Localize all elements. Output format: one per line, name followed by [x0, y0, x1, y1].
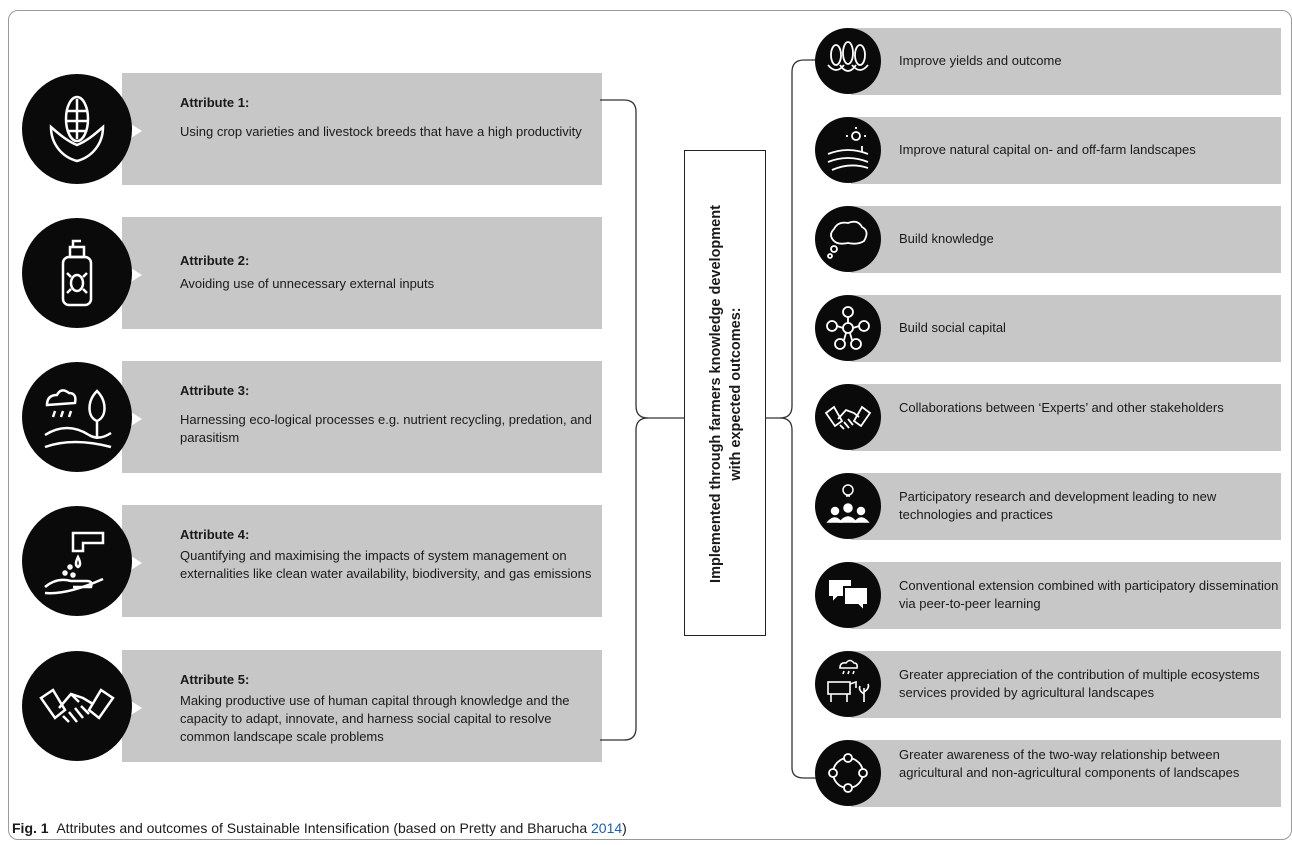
- outcome-4: Build social capital: [815, 295, 1281, 362]
- left-bracket-top: [600, 99, 684, 419]
- caption-label: Fig. 1: [12, 820, 49, 836]
- outcome-label: Build knowledge: [899, 231, 994, 246]
- outcome-label: Conventional extension combined with par…: [899, 578, 1279, 611]
- outcome-box: [851, 473, 1281, 540]
- cow-plant-rain-icon: [815, 651, 881, 717]
- attribute-box: [122, 73, 602, 185]
- water-tap-hand-icon: [22, 506, 132, 616]
- outcome-3: Build knowledge: [815, 206, 1281, 273]
- attribute-4: Attribute 4: Quantifying and maximising …: [22, 505, 602, 617]
- outcome-box: [851, 117, 1281, 184]
- attribute-desc: Harnessing eco-logical processes e.g. nu…: [180, 412, 592, 445]
- outcome-2: Improve natural capital on- and off-farm…: [815, 117, 1281, 184]
- attribute-desc: Quantifying and maximising the impacts o…: [180, 548, 592, 581]
- outcome-box: [851, 28, 1281, 95]
- outcome-6: Participatory research and development l…: [815, 473, 1281, 540]
- attribute-desc: Making productive use of human capital t…: [180, 693, 570, 744]
- outcome-9: Greater awareness of the two-way relatio…: [815, 740, 1281, 807]
- figure-caption: Fig. 1 Attributes and outcomes of Sustai…: [12, 820, 627, 836]
- outcome-label: Greater appreciation of the contribution…: [899, 667, 1260, 700]
- outcome-box: [851, 740, 1281, 807]
- attribute-title: Attribute 2:: [180, 253, 250, 268]
- outcome-label: Greater awareness of the two-way relatio…: [899, 747, 1240, 780]
- network-people-icon: [815, 295, 881, 361]
- attribute-desc: Using crop varieties and livestock breed…: [180, 124, 582, 139]
- attribute-3: Attribute 3: Harnessing eco-logical proc…: [22, 361, 602, 473]
- caption-year-link[interactable]: 2014: [591, 820, 623, 836]
- caption-close: ): [622, 820, 627, 836]
- attribute-box: [122, 217, 602, 329]
- attribute-5: Attribute 5: Making productive use of hu…: [22, 650, 602, 762]
- corn-row-icon: [815, 28, 881, 94]
- attribute-box: [122, 361, 602, 473]
- outcome-label: Collaborations between ‘Experts’ and oth…: [899, 400, 1224, 415]
- sun-field-icon: [815, 117, 881, 183]
- outcome-box: [851, 295, 1281, 362]
- group-idea-icon: [815, 473, 881, 539]
- attribute-title: Attribute 4:: [180, 527, 250, 542]
- outcome-7: Conventional extension combined with par…: [815, 562, 1281, 629]
- outcome-box: [851, 562, 1281, 629]
- rain-tree-landscape-icon: [22, 362, 132, 472]
- outcome-label: Improve yields and outcome: [899, 53, 1062, 68]
- right-bracket-bottom: [779, 417, 825, 779]
- outcome-label: Build social capital: [899, 320, 1006, 335]
- implementation-line-1: Implemented through farmers knowledge de…: [708, 205, 724, 583]
- outcome-label: Improve natural capital on- and off-farm…: [899, 142, 1196, 157]
- implementation-line-2: with expected outcomes:: [728, 307, 744, 481]
- outcome-1: Improve yields and outcome: [815, 28, 1281, 95]
- left-bracket-bottom: [600, 417, 649, 741]
- caption-text: Attributes and outcomes of Sustainable I…: [56, 820, 592, 836]
- handshake-icon: [815, 384, 881, 450]
- right-bracket-top: [766, 59, 825, 419]
- cycle-icon: [815, 740, 881, 806]
- attribute-box: [122, 650, 602, 762]
- thought-cloud-icon: [815, 206, 881, 272]
- pesticide-spray-icon: [22, 218, 132, 328]
- outcome-label: Participatory research and development l…: [899, 489, 1217, 522]
- attribute-title: Attribute 1:: [180, 95, 250, 110]
- attribute-box: [122, 505, 602, 617]
- attribute-desc: Avoiding use of unnecessary external inp…: [180, 276, 435, 291]
- outcome-box: [851, 651, 1281, 718]
- attribute-1: Attribute 1: Using crop varieties and li…: [22, 73, 602, 185]
- attribute-title: Attribute 5:: [180, 672, 250, 687]
- outcome-box: [851, 206, 1281, 273]
- corn-icon: [22, 74, 132, 184]
- outcome-5: Collaborations between ‘Experts’ and oth…: [815, 384, 1281, 451]
- outcome-box: [851, 384, 1281, 451]
- attribute-title: Attribute 3:: [180, 383, 250, 398]
- outcome-8: Greater appreciation of the contribution…: [815, 651, 1281, 718]
- chat-bubbles-icon: [815, 562, 881, 628]
- implementation-text: Implemented through farmers knowledge de…: [706, 159, 746, 629]
- attribute-2: Attribute 2: Avoiding use of unnecessary…: [22, 217, 602, 329]
- handshake-icon: [22, 651, 132, 761]
- implementation-box: Implemented through farmers knowledge de…: [684, 150, 766, 636]
